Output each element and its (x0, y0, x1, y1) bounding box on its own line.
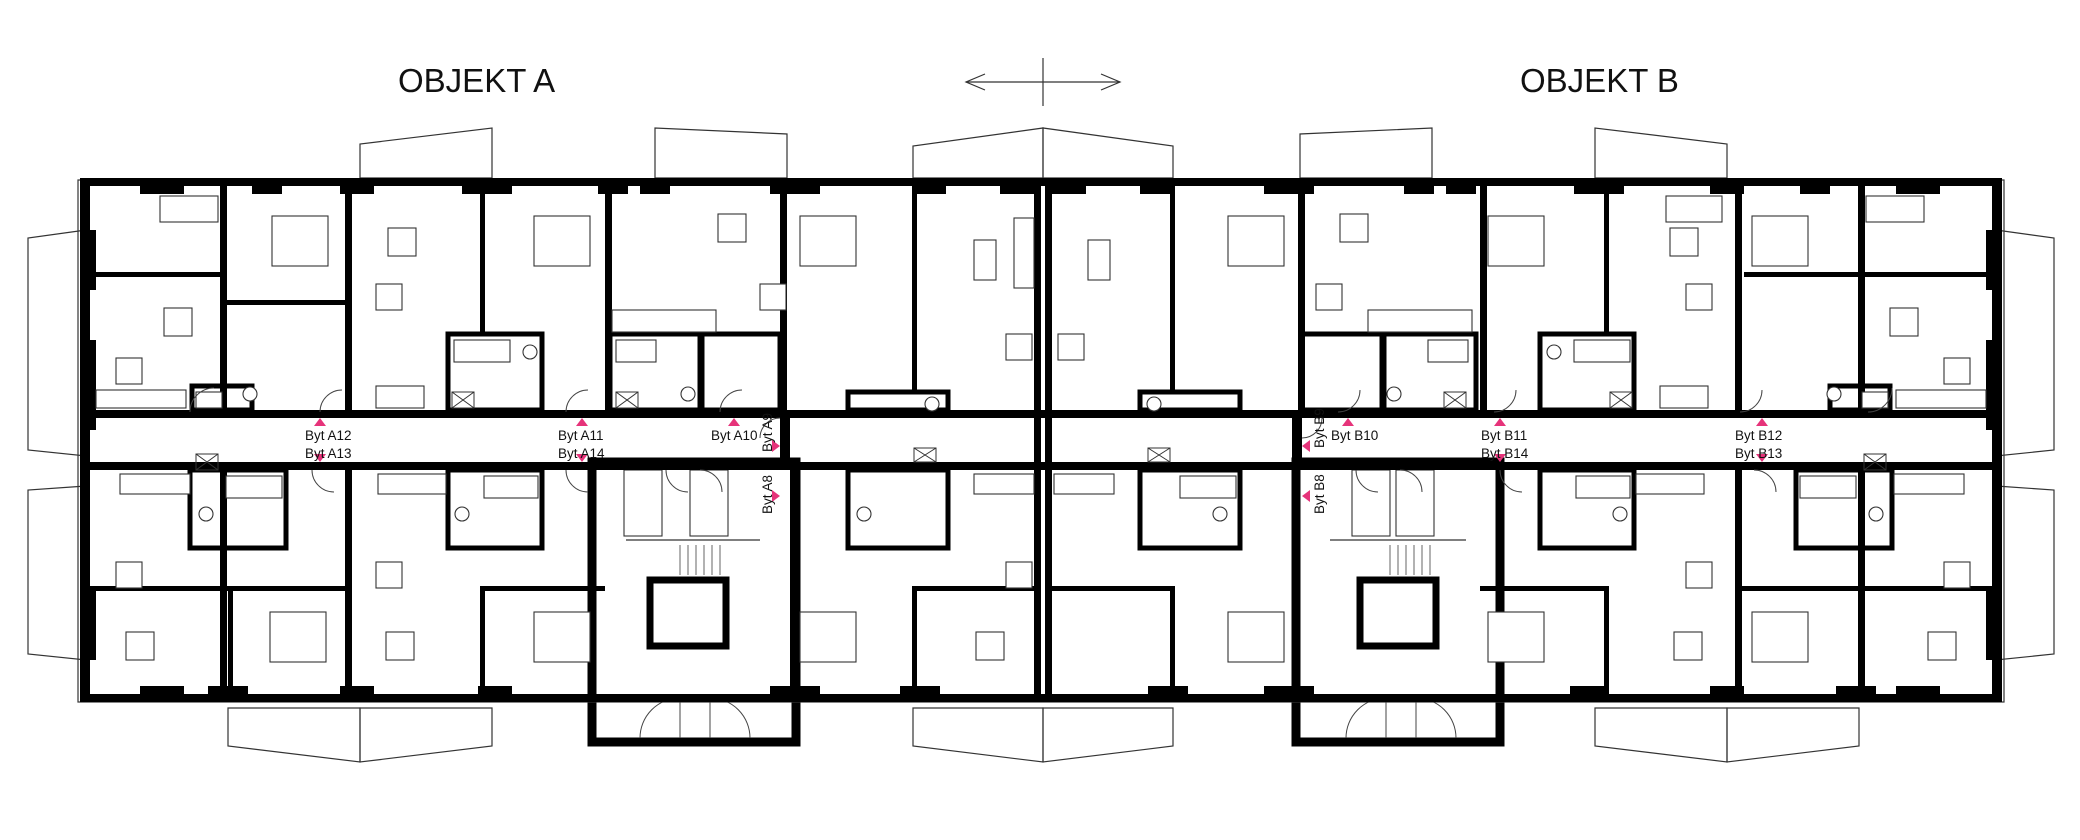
entry-marker-icon (1494, 418, 1506, 426)
unit-label-b9: Byt B9 (1312, 408, 1327, 448)
objekt-b-title: OBJEKT B (1520, 62, 1679, 99)
unit-label-b12: Byt B12 (1735, 428, 1782, 443)
unit-label-b11: Byt B11 (1481, 428, 1527, 443)
unit-label-b8: Byt B8 (1312, 474, 1327, 514)
entry-marker-icon (1756, 418, 1768, 426)
unit-label-b14: Byt B14 (1481, 446, 1529, 461)
unit-label-b10: Byt B10 (1331, 428, 1378, 443)
entry-marker-icon (314, 418, 326, 426)
unit-labels: Byt A12 Byt A13 Byt A11 Byt A14 Byt A10 … (305, 408, 1782, 514)
entry-marker-icon (314, 454, 326, 462)
exterior-walls (77, 178, 2005, 703)
furniture (95, 195, 1987, 663)
entry-marker-icon (1342, 418, 1354, 426)
unit-label-a10: Byt A10 (711, 428, 758, 443)
doors (189, 387, 1893, 493)
entry-marker-icon (1302, 440, 1310, 452)
interior-walls (86, 186, 1996, 694)
entry-marker-icon (772, 440, 780, 452)
unit-label-a13: Byt A13 (305, 446, 352, 461)
direction-arrow-icon (964, 58, 1122, 106)
unit-label-a9: Byt A9 (760, 413, 775, 452)
unit-label-a12: Byt A12 (305, 428, 352, 443)
entry-marker-icon (1494, 454, 1506, 462)
entry-marker-icon (1756, 454, 1768, 462)
unit-label-a8: Byt A8 (760, 475, 775, 514)
entry-markers (314, 418, 1768, 502)
unit-label-a14: Byt A14 (558, 446, 605, 461)
entry-marker-icon (772, 490, 780, 502)
entry-marker-icon (1302, 490, 1310, 502)
unit-label-a11: Byt A11 (558, 428, 604, 443)
unit-label-b13: Byt B13 (1735, 446, 1782, 461)
objekt-a-title: OBJEKT A (398, 62, 555, 99)
balconies (27, 127, 2055, 763)
entry-marker-icon (728, 418, 740, 426)
entry-marker-icon (576, 454, 588, 462)
entry-marker-icon (576, 418, 588, 426)
